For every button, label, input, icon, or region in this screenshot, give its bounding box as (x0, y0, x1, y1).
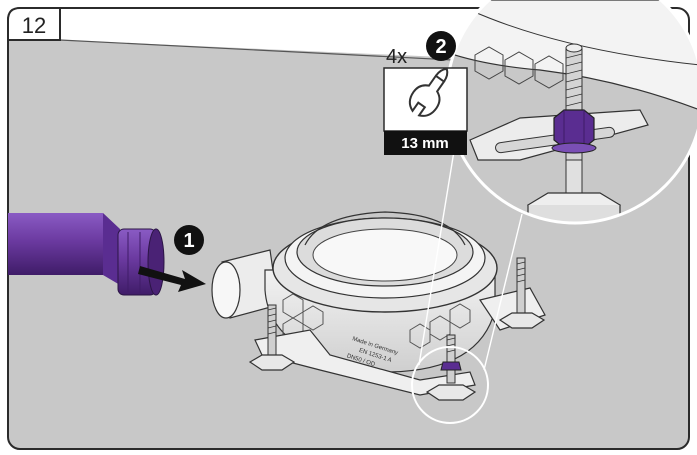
callout-1: 1 (174, 225, 204, 255)
callout-2-badge (426, 31, 456, 61)
push-arrow (138, 266, 206, 292)
svg-text:1: 1 (183, 230, 194, 252)
detail-highlight-circle (411, 346, 489, 424)
tool-size: 13 mm (401, 135, 449, 152)
step-number-box: 12 (7, 7, 61, 41)
leveling-foot-right (498, 257, 546, 329)
callout-2: 2 (435, 36, 446, 58)
step-number: 12 (22, 13, 46, 38)
tool-callout: 4x 2 13 mm (383, 31, 468, 155)
hex-nut (551, 109, 597, 154)
pipe (8, 213, 165, 296)
wrench-icon (408, 67, 449, 117)
leveling-foot-center (425, 334, 477, 401)
leveling-foot-left (248, 304, 296, 371)
tool-quantity: 4x (386, 46, 407, 68)
zoom-leader-lines (418, 144, 523, 371)
zoom-detail (445, 0, 697, 225)
